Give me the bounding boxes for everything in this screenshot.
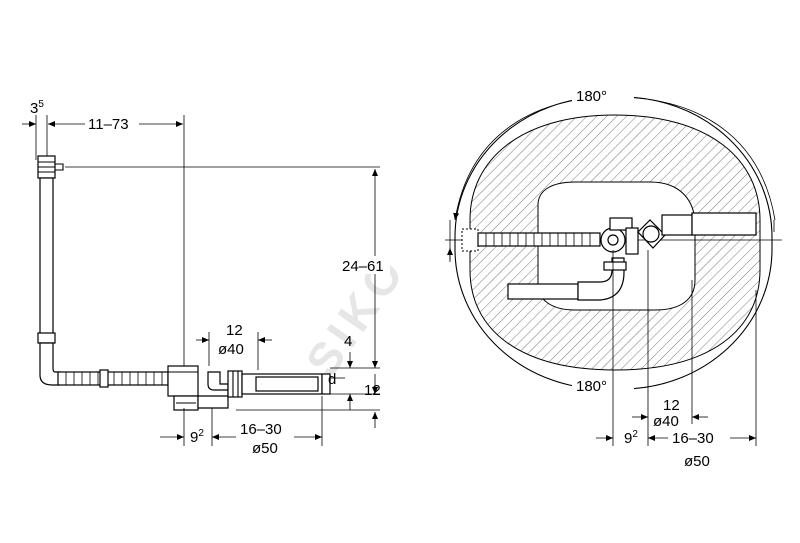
dim-4: 4 — [344, 333, 352, 350]
trap-elbow — [197, 371, 229, 409]
angle-top: 180° — [576, 88, 607, 105]
outlet-pipe-top — [661, 214, 693, 236]
dim-12-top: 12 — [226, 322, 243, 339]
dim-height-label: 24–61 — [342, 258, 384, 275]
side-view: 35 11–73 — [22, 99, 390, 457]
dim-d40-side: ø40 — [218, 341, 244, 358]
overflow-head-top — [461, 228, 479, 252]
waste-valve — [167, 365, 199, 397]
dim-d50-side: ø50 — [252, 440, 278, 457]
dim-d: d — [328, 371, 336, 388]
angle-mid: 180° — [576, 378, 607, 395]
dim-d40-top-view: ø40 — [653, 413, 679, 430]
dim-16-30-top-view: 16–30 — [672, 430, 714, 447]
dim-d50-top-view: ø50 — [684, 453, 710, 470]
dim-12-top-view: 12 — [663, 397, 680, 414]
overflow-pipe — [39, 177, 54, 339]
flexible-hose — [57, 371, 169, 386]
overflow-hose-top — [477, 232, 601, 247]
hose-corrugation-top — [485, 233, 591, 246]
dim-9-side: 92 — [190, 428, 204, 446]
dim-9-top-view: 92 — [624, 429, 638, 447]
dim-12-right: 12 — [364, 382, 381, 399]
dim-16-30-side: 16–30 — [240, 421, 282, 438]
top-view: 180° — [445, 85, 782, 470]
dim-top-small: 35 — [30, 99, 44, 117]
tub-floor-hatch — [469, 114, 761, 371]
dim-length-label: 11–73 — [88, 116, 129, 133]
alt-outlet-top — [507, 283, 579, 300]
